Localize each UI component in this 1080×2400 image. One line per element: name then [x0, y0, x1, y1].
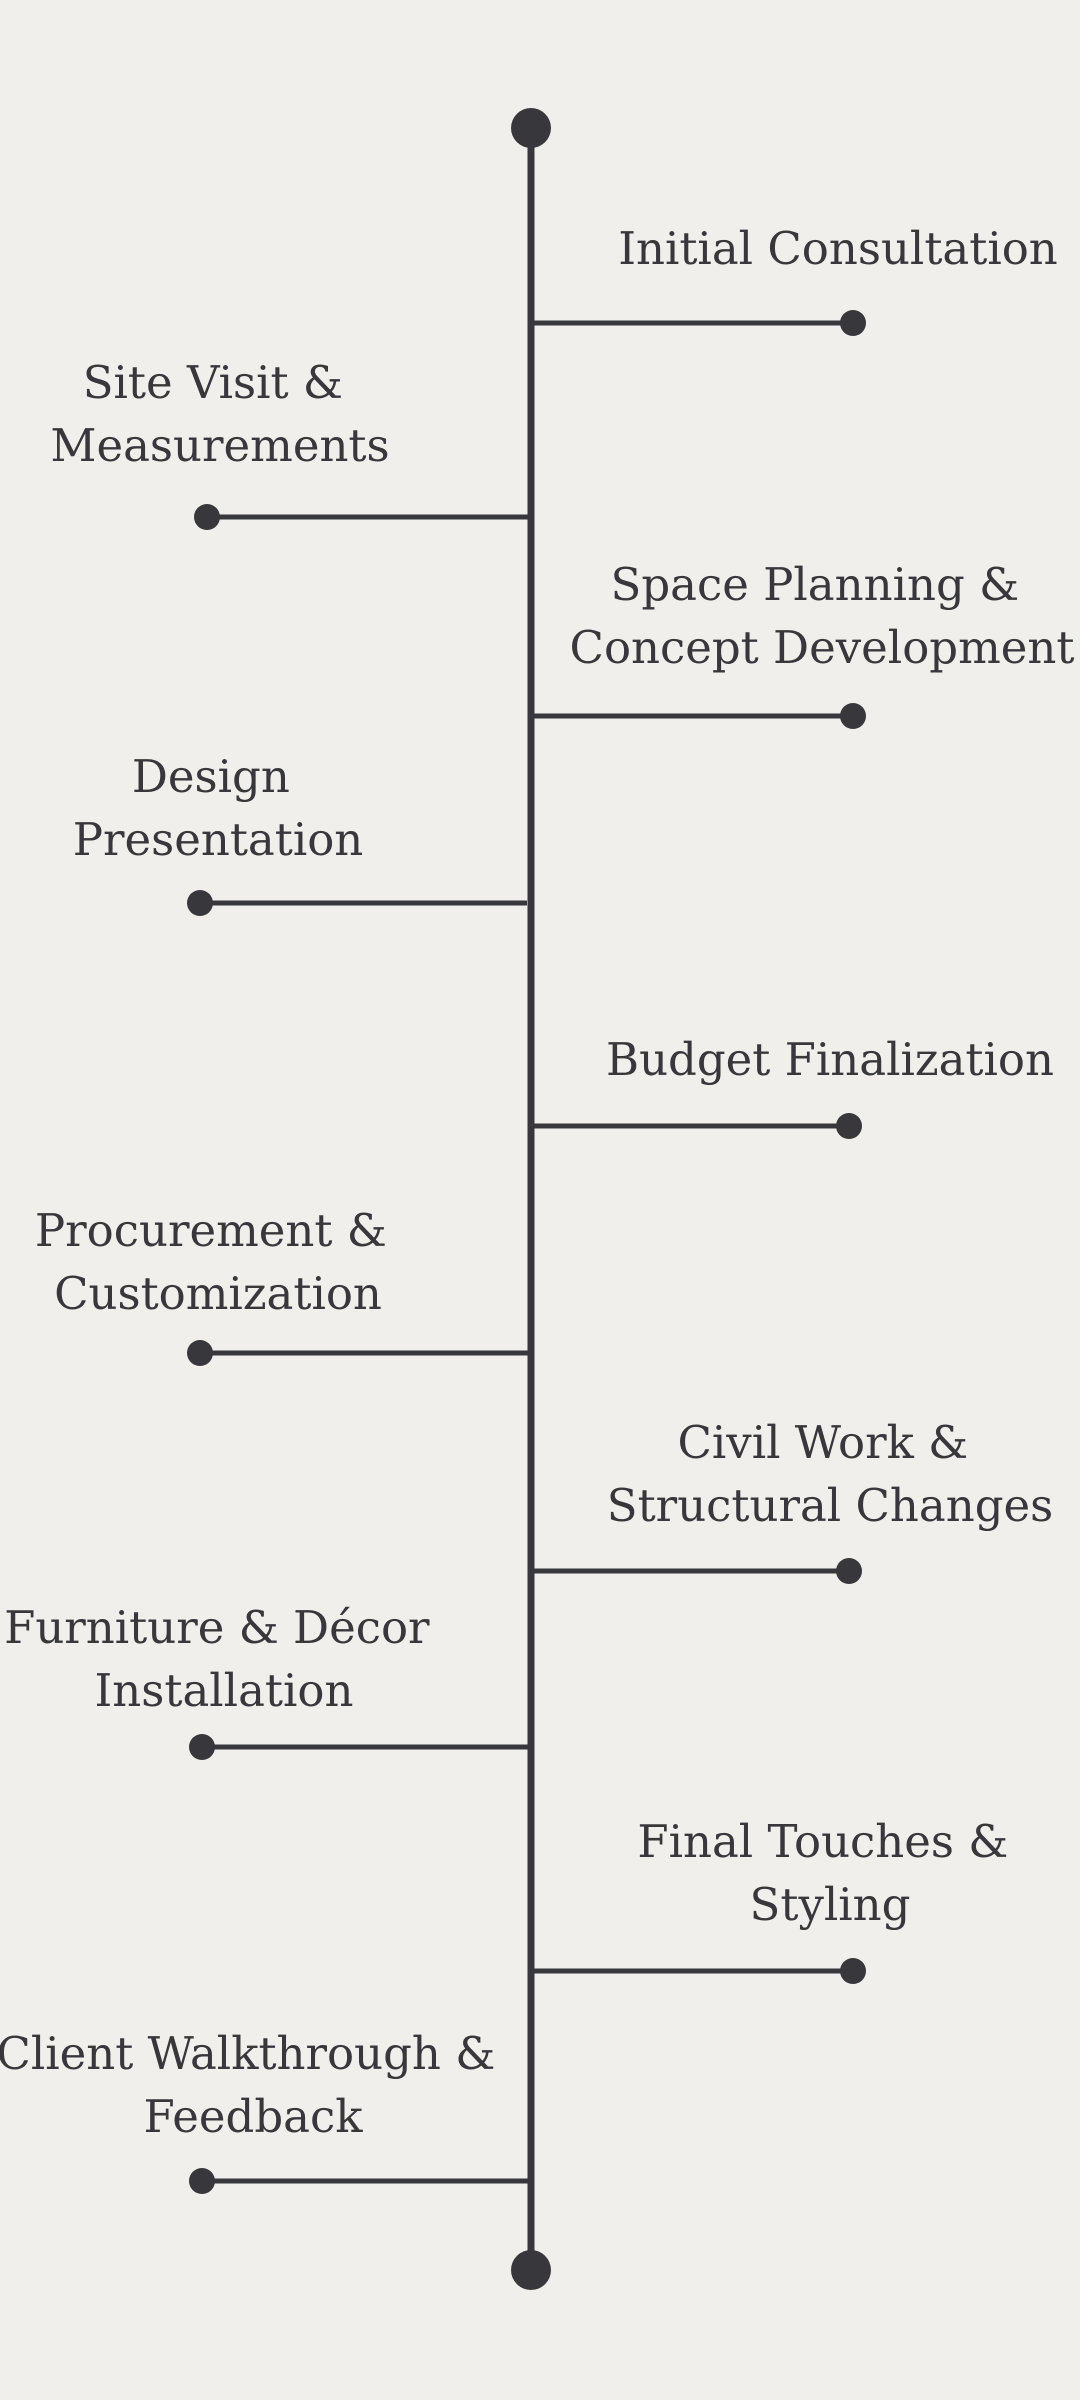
step-label-line: Structural Changes [607, 1479, 1053, 1532]
timeline-step: Initial Consultation [531, 222, 1058, 336]
step-dot [189, 2168, 215, 2194]
step-label-line: Initial Consultation [618, 222, 1058, 275]
step-label: Civil Work & Structural Changes [607, 1416, 1053, 1532]
step-label-line: Presentation [73, 813, 364, 866]
timeline-step: Design Presentation [73, 750, 527, 916]
step-label-line: Design [132, 750, 290, 803]
timeline-step: Budget Finalization [531, 1033, 1054, 1139]
step-label-line: Measurements [50, 419, 389, 472]
timeline-step: Site Visit & Measurements [50, 356, 531, 530]
step-label-line: Budget Finalization [606, 1033, 1054, 1086]
step-dot [840, 310, 866, 336]
step-dot [840, 703, 866, 729]
step-label-line: Civil Work & [677, 1416, 968, 1469]
step-label-line: Customization [54, 1267, 382, 1320]
step-dot [836, 1558, 862, 1584]
timeline-step: Client Walkthrough & Feedback [0, 2027, 531, 2194]
step-label-line: Space Planning & [611, 558, 1020, 611]
timeline-start-dot [511, 108, 551, 148]
timeline-end-dot [511, 2250, 551, 2290]
step-label-line: Furniture & Décor [4, 1601, 430, 1654]
timeline-step: Space Planning & Concept Development [531, 558, 1074, 729]
step-label-line: Concept Development [570, 621, 1075, 674]
step-label-line: Procurement & [35, 1204, 387, 1257]
step-label-line: Final Touches & [637, 1815, 1008, 1868]
step-dot [187, 890, 213, 916]
step-dot [194, 504, 220, 530]
step-label: Procurement & Customization [35, 1204, 401, 1320]
step-dot [189, 1734, 215, 1760]
timeline-step: Procurement & Customization [35, 1204, 531, 1366]
step-label-line: Styling [750, 1878, 911, 1931]
step-label-line: Site Visit & [83, 356, 343, 409]
step-label: Final Touches & Styling [637, 1815, 1022, 1931]
timeline-step: Civil Work & Structural Changes [531, 1416, 1053, 1584]
step-label: Site Visit & Measurements [50, 356, 389, 472]
step-label-line: Installation [95, 1664, 354, 1717]
step-label: Furniture & Décor Installation [4, 1601, 444, 1717]
step-label: Space Planning & Concept Development [570, 558, 1075, 674]
step-label-line: Feedback [144, 2090, 364, 2143]
step-label: Design Presentation [73, 750, 364, 866]
timeline-step: Furniture & Décor Installation [4, 1601, 531, 1760]
step-label: Client Walkthrough & Feedback [0, 2027, 510, 2143]
step-dot [836, 1113, 862, 1139]
step-dot [187, 1340, 213, 1366]
step-label-line: Client Walkthrough & [0, 2027, 495, 2080]
step-label: Initial Consultation [618, 222, 1058, 275]
step-dot [840, 1958, 866, 1984]
step-label: Budget Finalization [606, 1033, 1054, 1086]
timeline-step: Final Touches & Styling [531, 1815, 1022, 1984]
